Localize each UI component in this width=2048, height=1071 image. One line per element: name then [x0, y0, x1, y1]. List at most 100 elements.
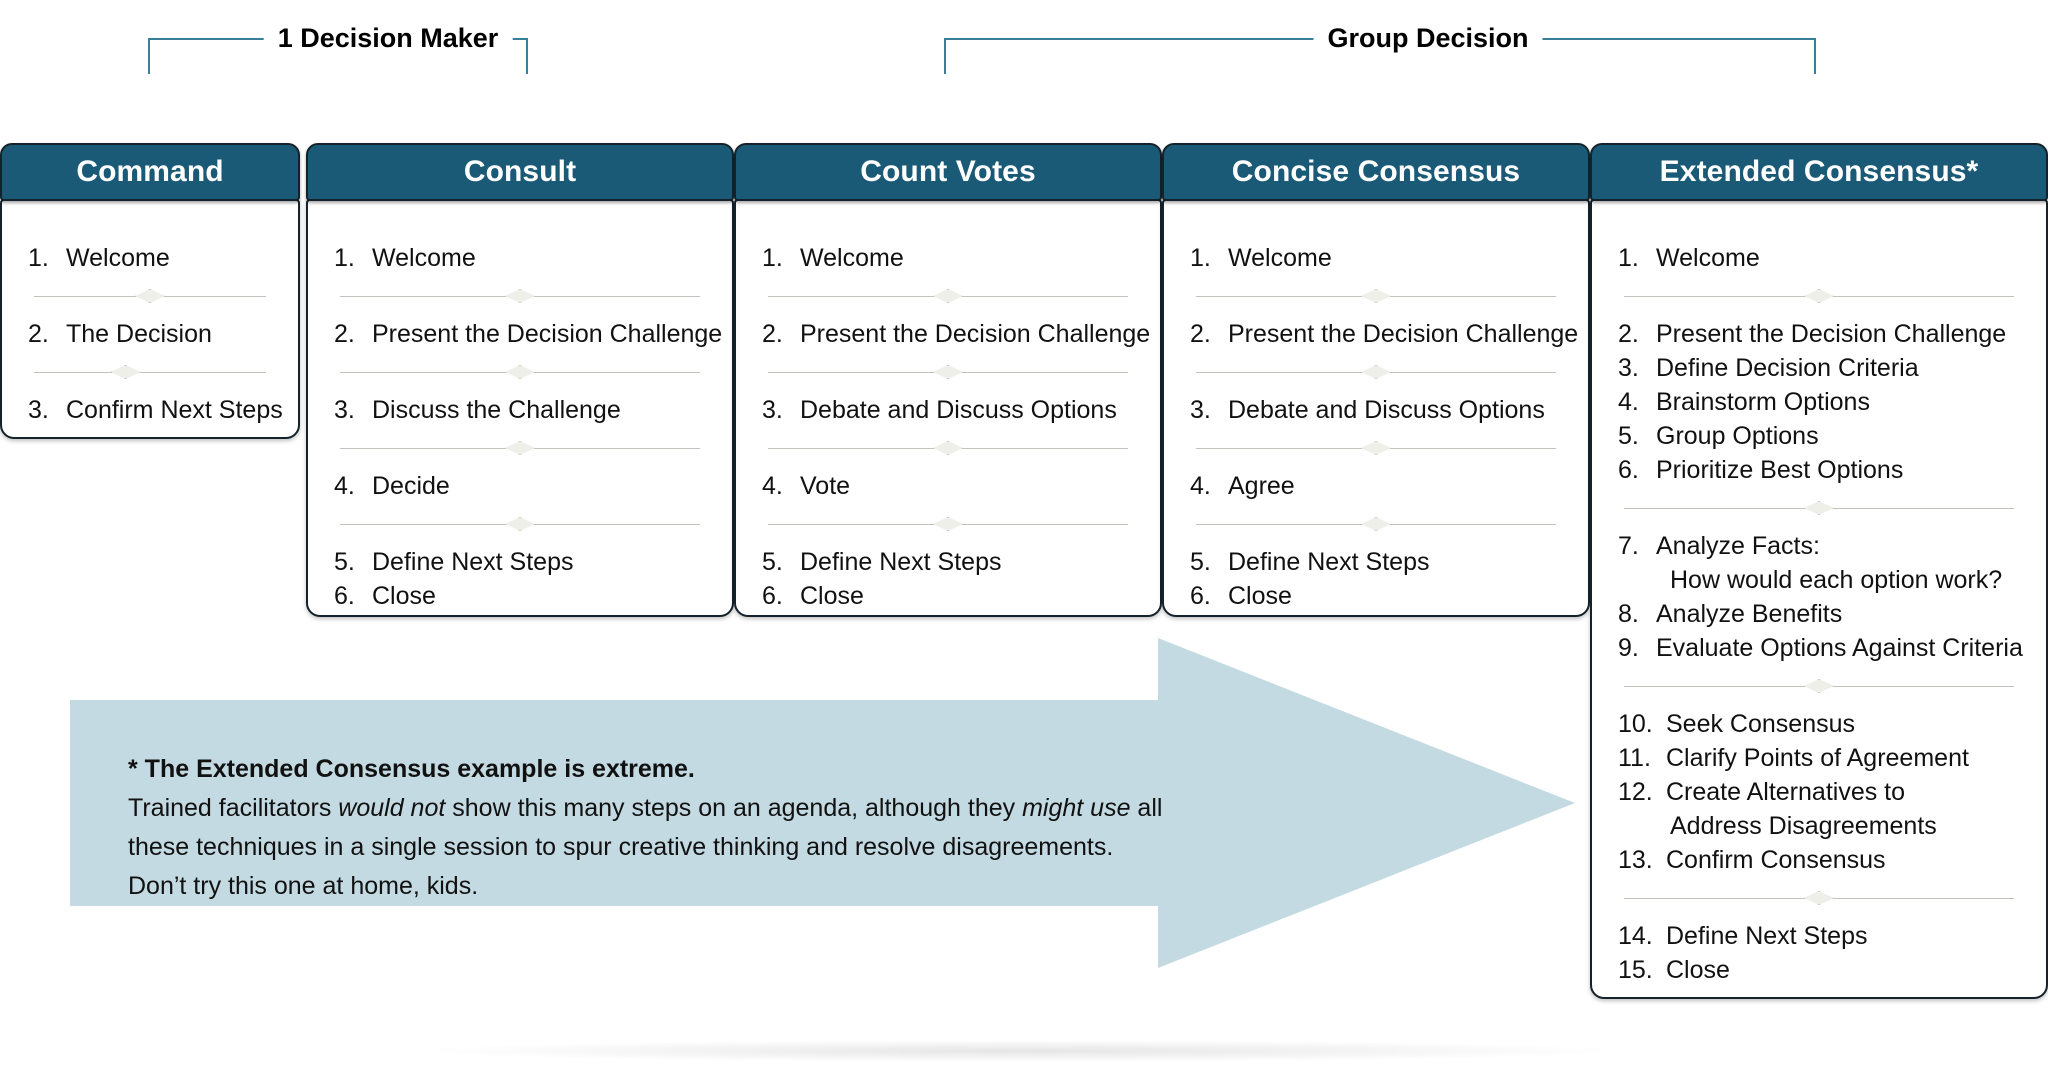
- agenda-item-label: Analyze Benefits: [1656, 600, 1843, 628]
- divider-diamond-icon: [1361, 289, 1391, 303]
- agenda-item-label: Prioritize Best Options: [1656, 456, 1904, 484]
- agenda-item-label: Vote: [800, 472, 851, 500]
- divider-diamond-icon: [933, 441, 963, 455]
- divider-diamond-icon: [135, 289, 165, 303]
- divider-diamond-icon: [1361, 441, 1391, 455]
- column-body-concise-consensus: 1. Welcome 2.Present the Decision Challeng…: [1162, 199, 1590, 617]
- divider-diamond-icon: [1804, 679, 1834, 693]
- agenda-item-label: Group Options: [1656, 422, 1819, 450]
- agenda-item-label: Discuss the Challenge: [372, 396, 621, 424]
- agenda-divider: [762, 507, 1134, 541]
- agenda-item: 1.Welcome: [334, 241, 706, 275]
- agenda-divider: [334, 507, 706, 541]
- agenda-item-number: 5.: [1190, 548, 1211, 576]
- agenda-item: 4. Vote: [762, 469, 1134, 503]
- agenda-item-label: How would each option work?: [1670, 566, 2003, 594]
- agenda-item-label: Welcome: [1228, 244, 1332, 272]
- agenda-item-number: 4.: [1618, 388, 1639, 416]
- agenda-item: 2.Present the Decision Challenge: [1190, 317, 1578, 351]
- agenda-item-label: Define Decision Criteria: [1656, 354, 1919, 382]
- agenda-item-number: 8.: [1618, 600, 1639, 628]
- agenda-item-number: 2.: [762, 320, 783, 348]
- bracket-group-decision: Group Decision: [944, 0, 1816, 74]
- callout-text-run: all: [1130, 794, 1163, 822]
- agenda-item-number: 1.: [1190, 244, 1211, 272]
- agenda-item-number: 4.: [1190, 472, 1211, 500]
- agenda-item-label: Close: [800, 582, 864, 610]
- callout-emphasis: would not: [338, 794, 446, 822]
- callout-line: Don’t try this one at home, kids.: [128, 867, 1308, 906]
- agenda-item-number: 10.: [1618, 710, 1653, 738]
- agenda-item-number: 4.: [334, 472, 355, 500]
- column-title: Concise Consensus: [1231, 155, 1521, 188]
- agenda-item: 3.Debate and Discuss Options: [1190, 393, 1562, 427]
- agenda-item-label: Confirm Consensus: [1666, 846, 1886, 874]
- agenda-item-label: Define Next Steps: [800, 548, 1002, 576]
- column-header-consult[interactable]: Consult: [306, 143, 734, 201]
- agenda-item-label: Seek Consensus: [1666, 710, 1856, 738]
- column-header-count-votes[interactable]: Count Votes: [734, 143, 1162, 201]
- divider-diamond-icon: [1804, 289, 1834, 303]
- agenda-item-number: 1.: [1618, 244, 1639, 272]
- divider-diamond-icon: [933, 365, 963, 379]
- callout-arrow: [70, 638, 1575, 968]
- agenda-item-number: 9.: [1618, 634, 1639, 662]
- column-title: Consult: [463, 155, 577, 188]
- column-header-command[interactable]: Command: [0, 143, 300, 201]
- agenda-item-label: Agree: [1228, 472, 1295, 500]
- agenda-item: 6.Close: [1190, 579, 1562, 613]
- agenda-item-number: 3.: [1190, 396, 1211, 424]
- agenda-item: 8. Analyze Benefits: [1618, 597, 2020, 631]
- agenda-divider: [28, 355, 272, 389]
- agenda-item-number: 14.: [1618, 922, 1653, 950]
- arrow-shape: [70, 638, 1575, 968]
- agenda-item: 5.Group Options: [1618, 419, 2020, 453]
- agenda-item: 15.Close: [1618, 953, 2020, 987]
- agenda-item-label: Decide: [372, 472, 450, 500]
- agenda-item-number: 3.: [762, 396, 783, 424]
- column-title: Command: [76, 155, 224, 188]
- agenda-item-label: Analyze Facts:: [1656, 532, 1820, 560]
- agenda-item: 3.Debate and Discuss Options: [762, 393, 1134, 427]
- agenda-item: 13.Confirm Consensus: [1618, 843, 2020, 877]
- agenda-item: 5.Define Next Steps: [762, 545, 1134, 579]
- agenda-item: 6.Prioritize Best Options: [1618, 453, 2020, 487]
- agenda-item-number: 3.: [1618, 354, 1639, 382]
- agenda-divider: [1618, 491, 2020, 525]
- agenda-item: 3.Confirm Next Steps: [28, 393, 283, 427]
- agenda-item-number: 2.: [334, 320, 355, 348]
- callout-text: * The Extended Consensus example is extr…: [128, 750, 1308, 906]
- agenda-item-label: Evaluate Options Against Criteria: [1656, 634, 2023, 662]
- agenda-item: 4. Decide: [334, 469, 706, 503]
- agenda-item-number: 12.: [1618, 778, 1653, 806]
- agenda-item-number: 4.: [762, 472, 783, 500]
- divider-diamond-icon: [110, 365, 141, 379]
- divider-diamond-icon: [505, 441, 535, 455]
- agenda-item-label: Welcome: [372, 244, 476, 272]
- column-header-extended-consensus[interactable]: Extended Consensus*: [1590, 143, 2048, 201]
- divider-diamond-icon: [505, 365, 535, 379]
- agenda-item: 6.Close: [762, 579, 1134, 613]
- agenda-divider: [334, 355, 706, 389]
- column-concise-consensus[interactable]: Concise Consensus 1. Welcome 2.Present the …: [1162, 143, 1590, 617]
- column-header-concise-consensus[interactable]: Concise Consensus: [1162, 143, 1590, 201]
- agenda-item-number: 1.: [762, 244, 783, 272]
- agenda-item: 5.Define Next Steps: [334, 545, 706, 579]
- agenda-item: 3. Define Decision Criteria: [1618, 351, 2020, 385]
- agenda-item-label: Close: [1666, 956, 1730, 984]
- callout-text-run: Don’t try this one at home, kids.: [128, 872, 479, 900]
- agenda-item-label: Close: [1228, 582, 1292, 610]
- callout-emphasis: might use: [1022, 794, 1131, 822]
- agenda-item: 5.Define Next Steps: [1190, 545, 1562, 579]
- agenda-item: 2.Present the Decision Challenge: [1618, 317, 2020, 351]
- agenda-item: 1.Welcome: [28, 241, 272, 275]
- agenda-item-label: Present the Decision Challenge: [1228, 320, 1579, 348]
